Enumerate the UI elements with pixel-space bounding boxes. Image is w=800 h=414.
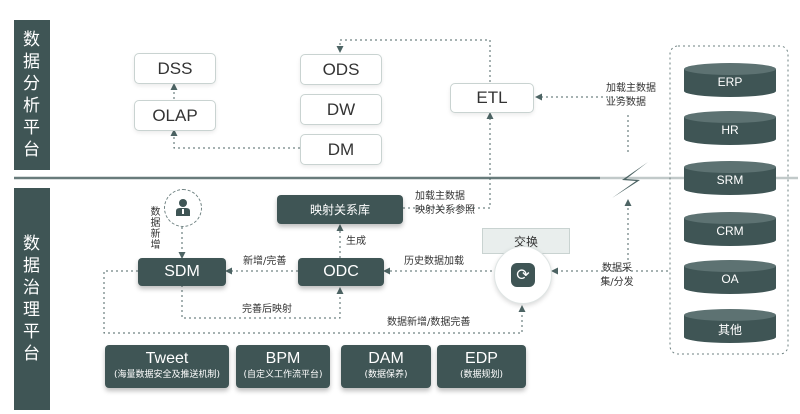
tool-dam[interactable]: DAM (数据保养) — [341, 345, 431, 388]
refresh-icon: ⟳ — [511, 263, 535, 287]
edge-etl-ods — [336, 39, 491, 82]
odc-node[interactable]: ODC — [298, 258, 384, 286]
dw-node[interactable]: DW — [300, 94, 382, 125]
system-hr[interactable]: HR — [684, 111, 776, 145]
system-other[interactable]: 其他 — [684, 309, 776, 343]
lightning-bolt-icon — [612, 162, 648, 198]
tool-bpm[interactable]: BPM (自定义工作流平台) — [236, 345, 330, 388]
exchange-node[interactable]: ⟳ — [494, 246, 552, 304]
tool-tweet-desc: (海量数据安全及推送机制) — [113, 370, 221, 380]
dss-node[interactable]: DSS — [134, 53, 216, 84]
tool-bpm-name: BPM — [265, 350, 301, 367]
sdm-node[interactable]: SDM — [138, 258, 226, 286]
after-mapping-label: 完善后映射 — [242, 304, 292, 315]
collect-distribute-label: 数据采集/分发 — [600, 263, 634, 288]
new-complete-label: 新增/完善 — [243, 256, 287, 267]
edge-mapping-etl — [403, 112, 494, 209]
person-note: 数据新增 — [150, 207, 161, 251]
tool-tweet-name: Tweet — [145, 350, 189, 367]
tool-dam-desc: (数据保养) — [364, 370, 408, 380]
history-load-label: 历史数据加载 — [404, 256, 464, 267]
user-avatar[interactable] — [164, 189, 202, 227]
tool-bpm-desc: (自定义工作流平台) — [243, 370, 323, 380]
system-oa[interactable]: OA — [684, 260, 776, 294]
tool-edp-desc: (数据规划) — [459, 370, 504, 380]
edge-sdm-odc — [181, 285, 344, 319]
tool-tweet[interactable]: Tweet (海量数据安全及推送机制) — [105, 345, 229, 388]
mapping-db-node[interactable]: 映射关系库 — [277, 195, 403, 224]
edge-dm-olap — [170, 129, 300, 149]
generate-label: 生成 — [346, 236, 366, 247]
analysis-platform-label: 数据分析平台 — [14, 20, 50, 170]
olap-node[interactable]: OLAP — [134, 100, 216, 131]
exchange-label: 交换 — [482, 228, 570, 254]
user-icon — [176, 199, 190, 216]
etl-node[interactable]: ETL — [450, 83, 534, 113]
dm-node[interactable]: DM — [300, 134, 382, 165]
governance-platform-label: 数据治理平台 — [14, 188, 50, 410]
system-crm[interactable]: CRM — [684, 212, 776, 246]
system-srm[interactable]: SRM — [684, 161, 776, 195]
mapping-note: 加载主数据 映射关系参照 — [415, 191, 475, 216]
tool-edp[interactable]: EDP (数据规划) — [437, 345, 526, 388]
data-add-complete-label: 数据新增/数据完善 — [387, 317, 471, 328]
edge-sdm-exchange — [103, 270, 526, 334]
tool-dam-name: DAM — [368, 350, 404, 367]
ods-node[interactable]: ODS — [300, 54, 382, 85]
etl-source-note: 加载主数据 业务数据 — [606, 83, 656, 108]
tool-edp-name: EDP — [465, 350, 498, 367]
systems-container — [669, 45, 789, 355]
system-erp[interactable]: ERP — [684, 63, 776, 97]
